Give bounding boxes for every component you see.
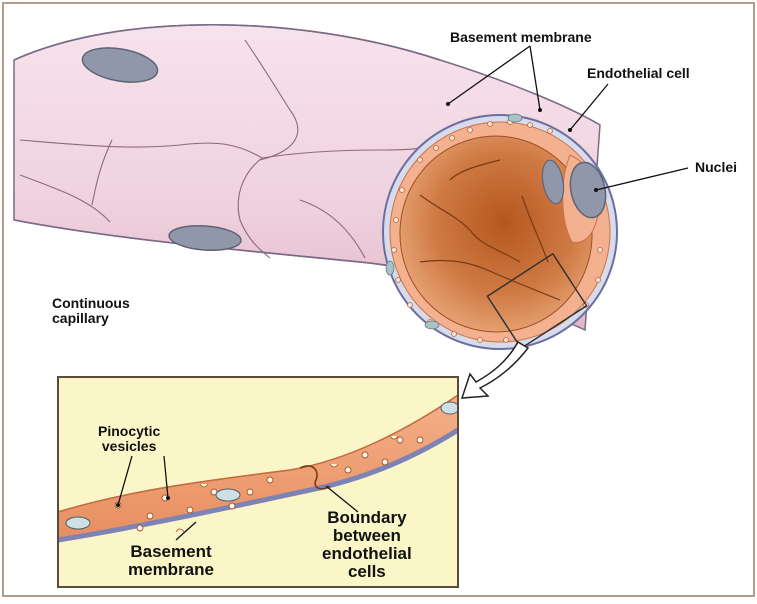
label-continuous-capillary: Continuous capillary (52, 296, 130, 325)
label-line: Pinocytic (98, 424, 160, 439)
label-basement-membrane: Basement membrane (450, 30, 592, 45)
label-pinocytic-vesicles: Pinocytic vesicles (98, 424, 160, 453)
label-endothelial-cell: Endothelial cell (587, 66, 690, 81)
label-line: between (322, 527, 412, 545)
label-boundary-between-endothelial-cells: Boundary between endothelial cells (322, 509, 412, 580)
zoom-arrow (462, 342, 528, 398)
label-line: Continuous (52, 296, 130, 311)
label-basement-membrane-inset: Basement membrane (128, 543, 214, 579)
label-line: Basement (128, 543, 214, 561)
label-nuclei: Nuclei (695, 160, 737, 175)
label-line: endothelial (322, 545, 412, 563)
label-line: cells (322, 563, 412, 581)
label-line: Boundary (322, 509, 412, 527)
label-line: membrane (128, 561, 214, 579)
label-line: capillary (52, 311, 130, 326)
label-line: vesicles (98, 439, 160, 454)
